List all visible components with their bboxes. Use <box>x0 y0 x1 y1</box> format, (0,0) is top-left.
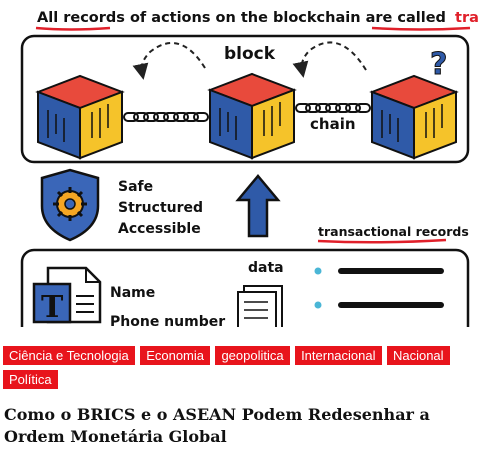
heading-underline-2 <box>371 26 471 31</box>
heading-part2: transactions <box>455 10 480 26</box>
question-mark: ? <box>430 47 447 82</box>
chain-links-1 <box>123 112 209 122</box>
shield-gear-icon <box>40 168 100 242</box>
block-cube-2 <box>207 72 297 160</box>
records-underline <box>317 238 447 244</box>
safe-label: Safe <box>118 179 153 195</box>
block-cube-3 <box>369 74 459 160</box>
tag-ciencia-e-tecnologia[interactable]: Ciência e Tecnologia <box>3 346 135 365</box>
data-label: data <box>248 260 284 276</box>
block-label: block <box>224 44 276 64</box>
tag-nacional[interactable]: Nacional <box>386 346 450 365</box>
category-tags: Ciência e Tecnologia Economia geopolitic… <box>3 346 477 394</box>
arc-arrow-left <box>132 42 206 80</box>
block-cube-1 <box>35 74 125 160</box>
chain-links-2 <box>295 103 371 113</box>
heading-part1: All records of actions on the blockchain… <box>37 10 446 26</box>
tag-politica[interactable]: Política <box>3 370 58 389</box>
arc-arrow-right <box>292 41 367 78</box>
featured-image[interactable]: All records of actions on the blockchain… <box>0 0 480 327</box>
structured-label: Structured <box>118 200 203 216</box>
article-title[interactable]: Como o BRICS e o ASEAN Podem Redesenhar … <box>4 405 430 446</box>
up-arrow-icon <box>235 174 281 238</box>
phone-label: Phone number <box>110 314 225 327</box>
image-heading: All records of actions on the blockchain… <box>37 10 480 26</box>
tag-internacional[interactable]: Internacional <box>295 346 382 365</box>
records-label: transactional records <box>318 224 469 239</box>
text-document-icon: T <box>32 266 102 325</box>
records-frame <box>20 248 470 327</box>
record-lines <box>314 267 444 309</box>
blockchain-frame <box>20 34 470 164</box>
chain-label: chain <box>310 115 356 133</box>
data-documents-icon <box>237 285 283 327</box>
doc-letter: T <box>41 290 64 325</box>
tag-geopolitica[interactable]: geopolitica <box>215 346 290 365</box>
name-label: Name <box>110 285 155 301</box>
accessible-label: Accessible <box>118 221 201 237</box>
tag-economia[interactable]: Economia <box>140 346 210 365</box>
heading-underline <box>35 26 111 31</box>
